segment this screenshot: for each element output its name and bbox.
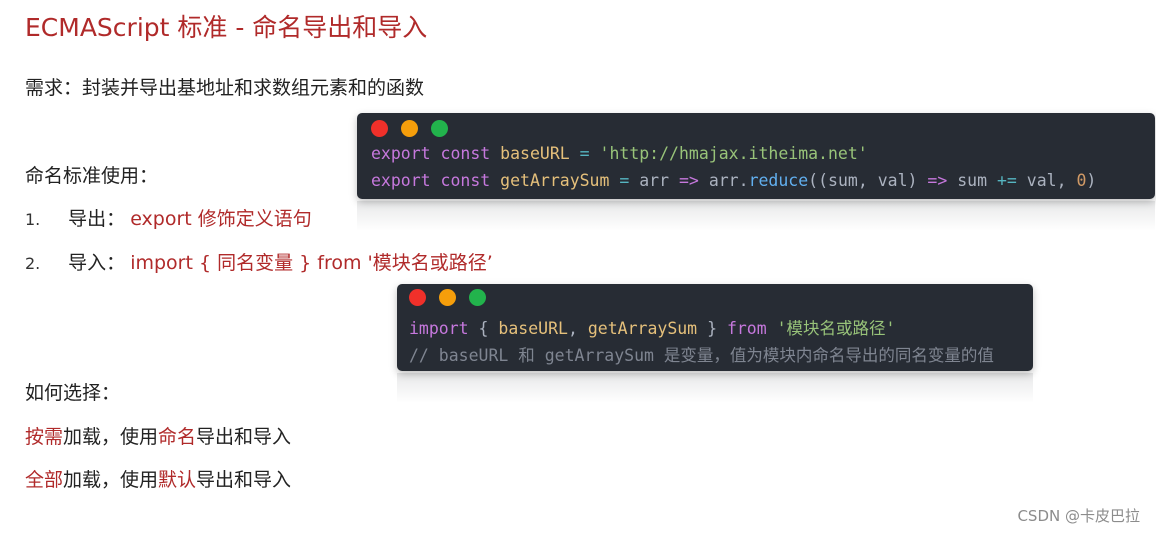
choice-row-default: 全部加载，使用默认导出和导入 [25,465,291,492]
list-number: 1. [25,210,41,229]
code-comment: // baseURL 和 getArraySum 是变量，值为模块内命名导出的同… [409,346,994,365]
window-controls [371,120,451,141]
maximize-dot-icon [430,120,448,137]
list-prefix: 导出： [68,208,126,230]
code-reflection [397,373,1033,403]
list-number: 2. [25,254,41,273]
export-code-block: export const baseURL = 'http://hmajax.it… [357,113,1155,199]
requirement-text: 需求：封装并导出基地址和求数组元素和的函数 [25,77,425,99]
code-line-2: export const getArraySum = arr => arr.re… [371,171,1097,190]
code-line-1: import { baseURL, getArraySum } from '模块… [409,319,896,338]
list-prefix: 导入： [68,252,126,274]
watermark: CSDN @卡皮巴拉 [1017,507,1140,525]
close-dot-icon [409,289,426,306]
choice-text-1: 加载，使用 [63,426,159,448]
list-item-import: 2. 导入： import { 同名变量 } from '模块名或路径’ [25,248,493,275]
list-highlight: export 修饰定义语句 [130,208,312,230]
choice-text-1: 加载，使用 [63,469,159,491]
code-line-1: export const baseURL = 'http://hmajax.it… [371,144,868,163]
choose-heading: 如何选择： [25,382,121,404]
minimize-dot-icon [438,289,456,306]
choice-text-2: 导出和导入 [196,469,292,491]
choice-red-1: 全部 [25,469,64,491]
minimize-dot-icon [400,120,418,137]
choice-text-2: 导出和导入 [196,426,292,448]
choice-row-named: 按需加载，使用命名导出和导入 [25,422,291,449]
maximize-dot-icon [468,289,486,306]
code-reflection [357,201,1155,231]
window-controls [409,289,489,310]
usage-heading: 命名标准使用： [25,165,159,187]
page-title: ECMAScript 标准 - 命名导出和导入 [25,13,428,42]
choice-red-1: 按需 [25,426,64,448]
choice-red-2: 默认 [158,469,197,491]
choice-red-2: 命名 [158,426,197,448]
list-item-export: 1. 导出： export 修饰定义语句 [25,204,312,231]
list-highlight: import { 同名变量 } from '模块名或路径’ [130,252,493,274]
close-dot-icon [371,120,388,137]
import-code-block: import { baseURL, getArraySum } from '模块… [397,284,1033,371]
